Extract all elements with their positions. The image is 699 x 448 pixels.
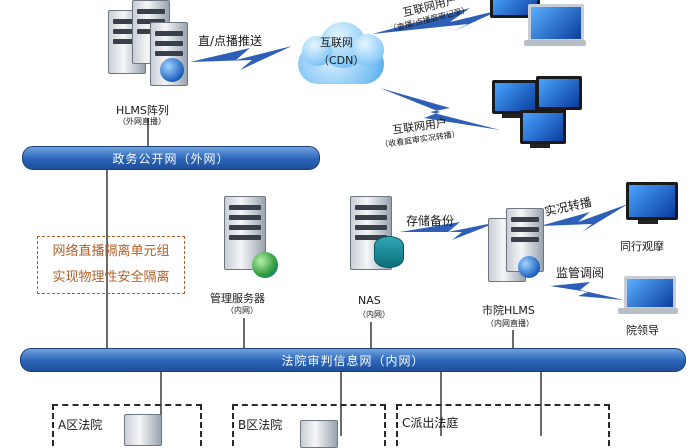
hlms-array-sub: （外网直播） — [118, 117, 166, 126]
monitor-icon — [626, 182, 678, 220]
district-box-b — [232, 404, 386, 446]
lightning-icon — [380, 88, 500, 130]
mgmt-server-title: 管理服务器 — [210, 292, 265, 305]
hlms-array-title: HLMS阵列 — [116, 104, 169, 117]
globe-icon — [518, 256, 540, 278]
globe-icon — [160, 58, 184, 82]
server-icon — [124, 414, 162, 446]
nas-sub: （内网） — [358, 310, 390, 319]
database-icon — [374, 236, 404, 268]
cloud-sub: （CDN） — [318, 54, 365, 67]
cloud-icon — [290, 18, 390, 86]
peer-view-label: 同行观摩 — [620, 240, 664, 253]
district-box-a — [52, 404, 202, 446]
lightning-icon — [540, 204, 628, 232]
monitor-view-label: 监管调阅 — [556, 266, 605, 280]
district-box-c — [396, 404, 610, 446]
live-push-label: 直/点播推送 — [198, 34, 263, 48]
lightning-icon — [550, 282, 624, 300]
server-icon — [300, 420, 338, 448]
lightning-icon — [400, 222, 498, 240]
monitor-icon — [520, 110, 566, 144]
globe-icon — [252, 252, 278, 278]
internal-network-bus: 法院审判信息网（内网） — [20, 348, 686, 372]
internal-network-label: 法院审判信息网（内网） — [281, 354, 425, 368]
laptop-icon — [624, 276, 676, 310]
lightning-icon — [190, 46, 292, 70]
district-b-label: B区法院 — [238, 418, 283, 432]
monitor-icon — [492, 80, 538, 114]
connections-layer — [106, 8, 628, 436]
external-network-bus: 政务公开网（外网） — [22, 146, 320, 170]
lightning-icon — [372, 8, 500, 34]
nas-title: NAS — [358, 294, 381, 307]
city-hlms-title: 市院HLMS — [482, 304, 535, 317]
district-c-label: C派出法庭 — [402, 416, 459, 430]
cloud-title: 互联网 — [320, 36, 353, 49]
leader-label: 院领导 — [626, 324, 659, 337]
monitor-icon — [536, 76, 582, 110]
laptop-icon — [528, 4, 584, 42]
isolation-line1: 网络直播隔离单元组 — [52, 244, 170, 259]
district-a-label: A区法院 — [58, 418, 103, 432]
isolation-line2: 实现物理性安全隔离 — [52, 270, 170, 285]
storage-backup-label: 存储备份 — [406, 214, 455, 228]
city-hlms-sub: （内网直播） — [486, 319, 534, 328]
isolation-unit-box: 网络直播隔离单元组 实现物理性安全隔离 — [37, 236, 185, 294]
external-network-label: 政务公开网（外网） — [112, 152, 230, 166]
mgmt-server-sub: （内网） — [226, 306, 258, 315]
